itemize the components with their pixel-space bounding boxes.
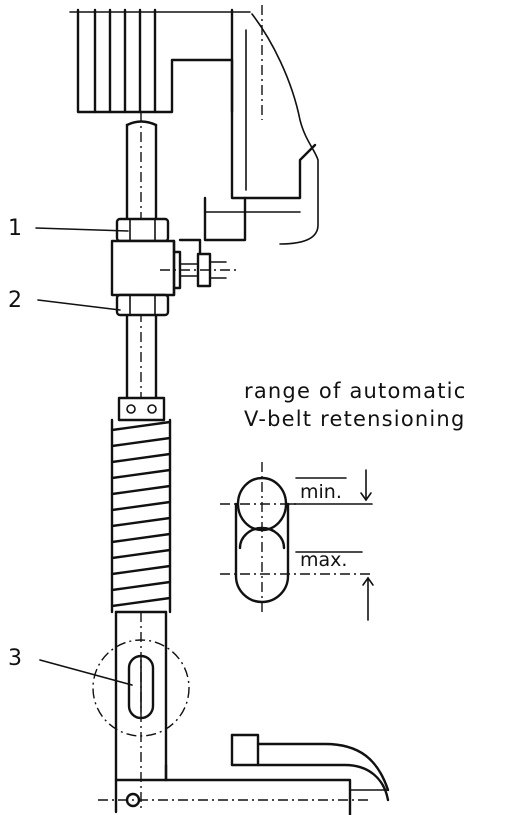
part-label-1: 1 xyxy=(8,216,22,241)
lower-arm xyxy=(92,610,190,814)
part-labels: 1 2 3 xyxy=(8,216,133,686)
caption-line-1: range of automatic xyxy=(244,379,466,403)
bottom-arm xyxy=(98,733,390,815)
spring-seat xyxy=(117,396,166,422)
caption-line-2: V-belt retensioning xyxy=(244,407,465,431)
leader-line-2 xyxy=(37,299,121,311)
range-min-label: min. xyxy=(300,481,342,503)
leader-line-1 xyxy=(35,227,129,232)
upper-nut xyxy=(115,217,170,243)
part-label-2: 2 xyxy=(8,288,22,313)
top-housing xyxy=(69,5,319,245)
compression-spring xyxy=(110,418,172,614)
caption: range of automatic V-belt retensioning xyxy=(244,379,466,431)
range-max-label: max. xyxy=(300,549,347,571)
leader-line-3 xyxy=(39,659,133,686)
clamp-block xyxy=(110,239,236,297)
part-label-3: 3 xyxy=(8,646,22,671)
lower-nut xyxy=(115,293,170,317)
range-detail: min. max. xyxy=(220,462,374,621)
